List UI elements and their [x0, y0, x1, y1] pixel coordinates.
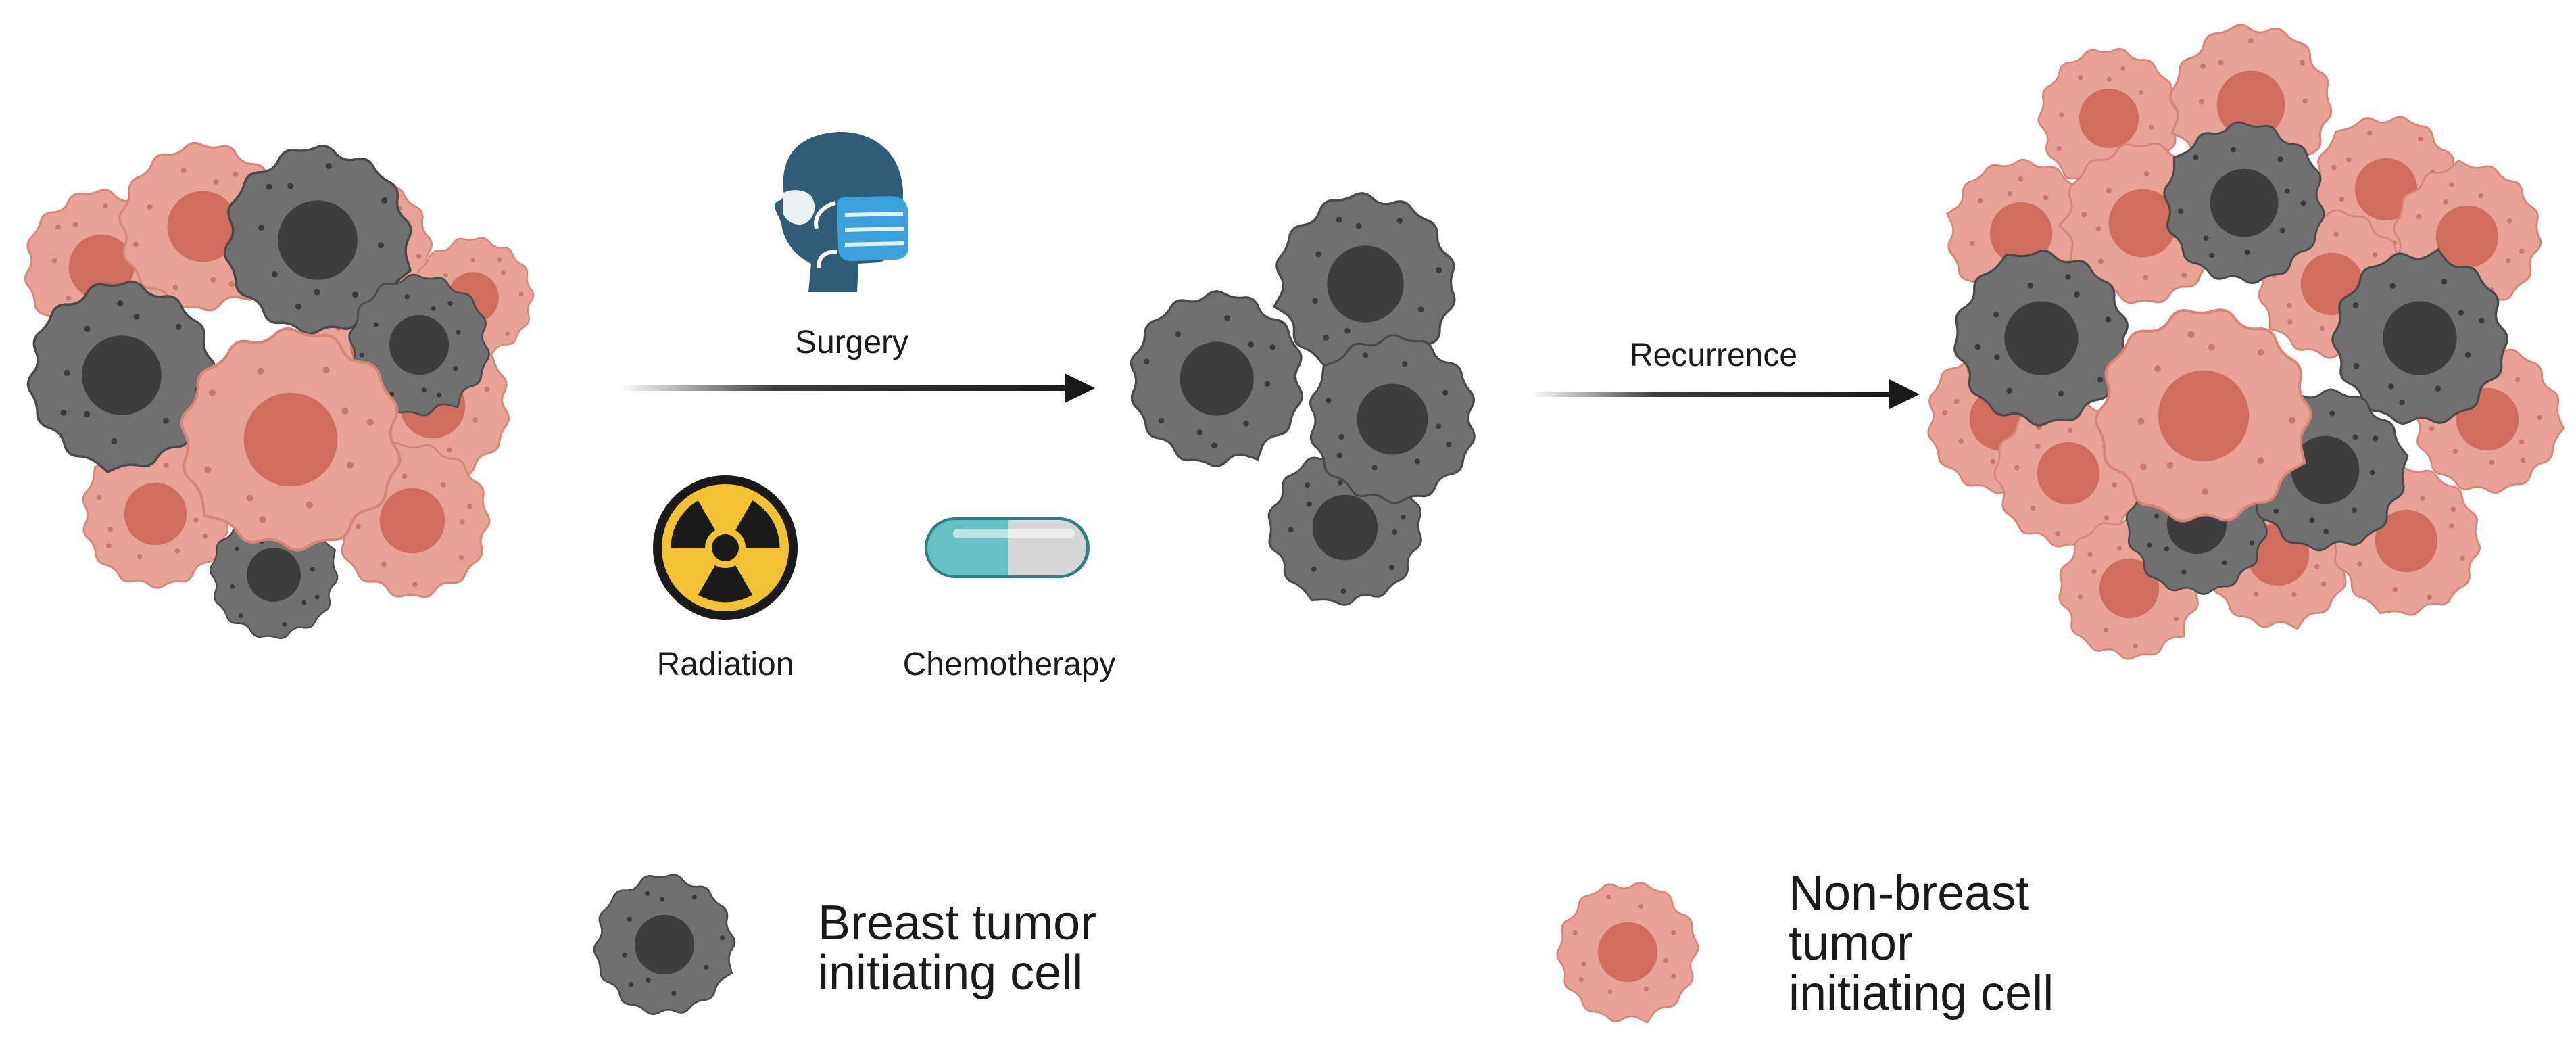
radiation-label: Radiation	[657, 646, 794, 682]
treatment-arrow	[618, 373, 1095, 403]
legend-non-btic-label-line-1: Non-breast	[1789, 866, 2029, 920]
surgical-mask-head-icon	[775, 132, 908, 292]
legend-btic-swatch	[593, 874, 736, 1015]
initial-tumor-cluster	[24, 141, 535, 640]
btic-cell	[1309, 334, 1476, 504]
non-btic-legend-cell	[1556, 882, 1699, 1024]
legend-non-btic-swatch	[1556, 882, 1699, 1024]
recurrence-arrow	[1531, 379, 1920, 409]
residual-tumor-cluster	[1129, 192, 1476, 606]
recurrent-tumor-cluster	[1927, 24, 2565, 660]
pill-icon	[925, 517, 1090, 578]
radiation-icon	[653, 475, 798, 620]
surgery-label: Surgery	[795, 325, 908, 360]
legend-btic-label-line-2: initiating cell	[818, 946, 1083, 1000]
chemotherapy-label: Chemotherapy	[903, 646, 1116, 682]
legend-non-btic-label-line-2: tumor	[1789, 916, 1913, 970]
btic-cell	[223, 145, 412, 335]
legend-btic-label-line-1: Breast tumor	[818, 896, 1096, 950]
btic-cell	[26, 280, 217, 473]
btic-cell	[348, 273, 490, 417]
non-btic-cell	[2095, 308, 2312, 523]
btic-cell	[1953, 250, 2129, 427]
btic-cell	[1272, 192, 1456, 376]
btic-cell	[1129, 290, 1303, 467]
btic-cell	[2163, 121, 2325, 285]
btic-cell	[2331, 247, 2508, 425]
non-btic-cell	[180, 327, 402, 552]
recurrence-label: Recurrence	[1630, 337, 1797, 373]
btic-legend-cell	[593, 874, 736, 1015]
legend-non-btic-label-line-3: initiating cell	[1789, 966, 2053, 1020]
